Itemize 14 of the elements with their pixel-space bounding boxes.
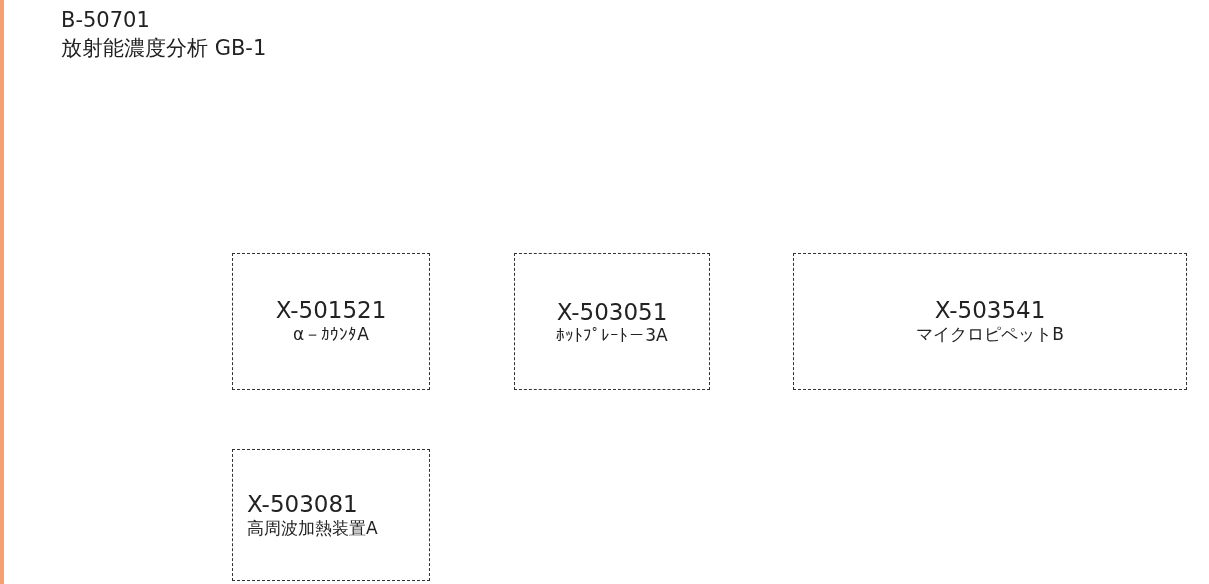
equipment-id: X-503541: [934, 297, 1046, 323]
equipment-id: X-501521: [275, 297, 387, 323]
title: B-50701: [61, 8, 150, 32]
equipment-id: X-503081: [247, 490, 358, 517]
dashed-box: [514, 253, 710, 390]
equipment-name: 高周波加熱装置A: [247, 516, 378, 540]
equipment-id: X-503051: [556, 298, 668, 325]
equipment-name: マイクロピペットB: [916, 323, 1064, 346]
dashed-box: [232, 253, 430, 390]
equipment-name: ﾎｯﾄﾌﾟﾚｰﾄ－3A: [556, 324, 668, 345]
dashed-box: [232, 449, 430, 581]
equipment-name: α－ｶｳﾝﾀA: [293, 323, 369, 346]
dashed-box: [793, 253, 1187, 390]
subtitle: 放射能濃度分析 GB-1: [61, 35, 267, 62]
